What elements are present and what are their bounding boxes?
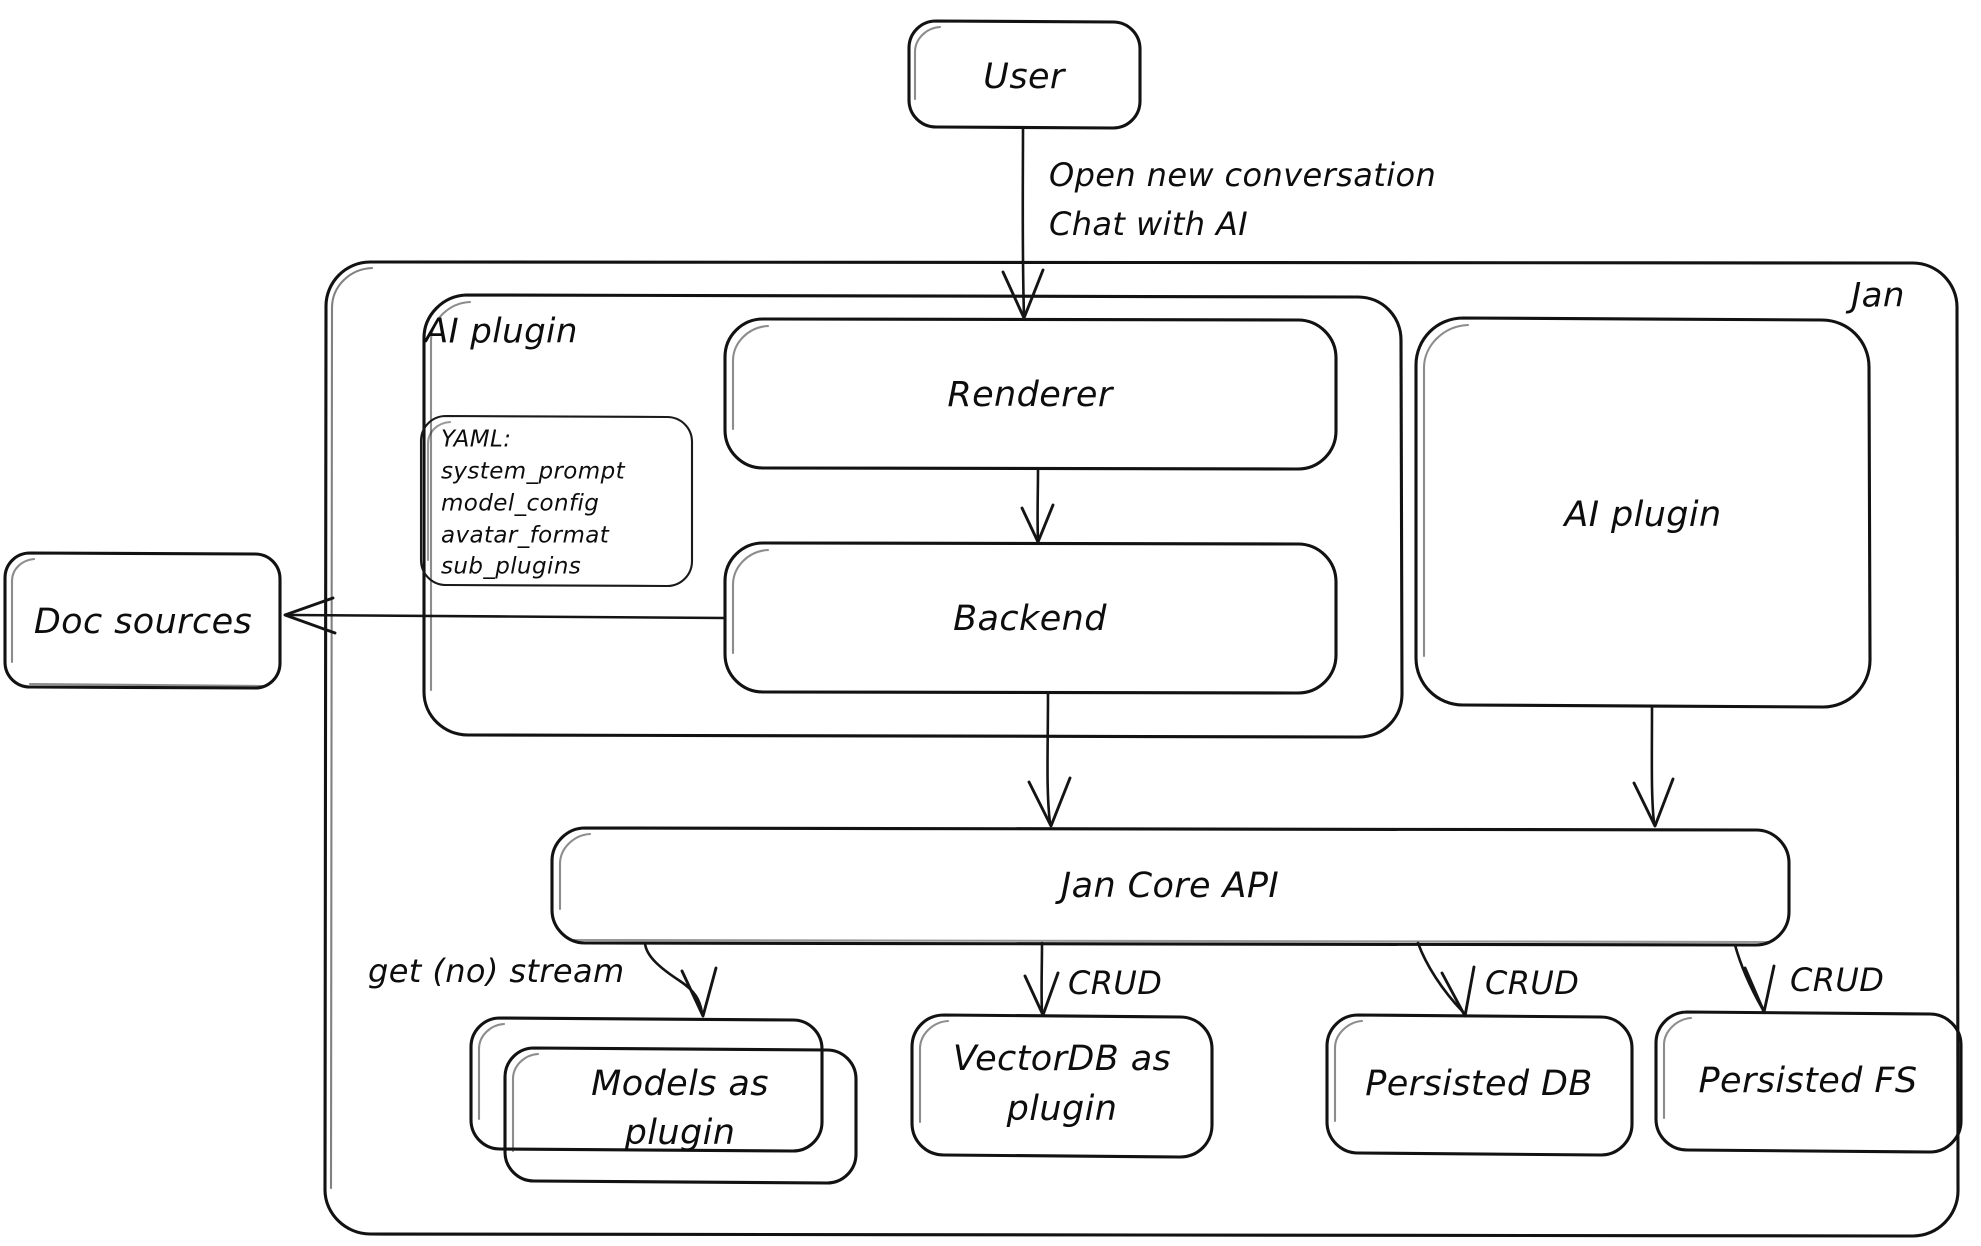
node-ai-plugin-label: AI plugin: [1562, 495, 1721, 535]
edge-core-to-persisted-db-label: CRUD: [1485, 964, 1579, 1002]
node-backend-label: Backend: [953, 599, 1107, 639]
container-ai-plugin-group-label: AI plugin: [423, 312, 578, 352]
edge-core-to-persisted-fs: CRUD: [1733, 943, 1884, 1014]
node-models-plugin[interactable]: Models as plugin: [469, 1016, 858, 1185]
node-ai-plugin[interactable]: AI plugin: [1414, 316, 1872, 709]
node-user[interactable]: User: [907, 19, 1142, 130]
card-yaml-item-0: system_prompt: [441, 459, 626, 485]
edge-user-to-renderer-label-line2: Chat with AI: [1049, 205, 1248, 243]
node-vectordb-plugin[interactable]: VectorDB as plugin: [910, 1013, 1214, 1159]
node-models-plugin-label-line2: plugin: [624, 1113, 736, 1153]
node-renderer-label: Renderer: [947, 375, 1115, 415]
node-jan-core-api[interactable]: Jan Core API: [550, 826, 1791, 947]
edge-core-to-vectordb: CRUD: [1023, 941, 1162, 1017]
edge-core-to-vectordb-label: CRUD: [1068, 964, 1162, 1002]
edge-backend-to-core: [1027, 691, 1072, 828]
card-yaml[interactable]: YAML: system_prompt model_config avatar_…: [419, 414, 694, 588]
edge-ai-plugin-to-core: [1632, 705, 1675, 828]
card-yaml-item-1: model_config: [441, 491, 599, 517]
card-yaml-title: YAML:: [441, 427, 511, 453]
node-models-plugin-label-line1: Models as: [591, 1064, 769, 1104]
container-jan[interactable]: Jan: [323, 260, 1960, 1238]
node-persisted-db[interactable]: Persisted DB: [1325, 1013, 1634, 1157]
node-vectordb-plugin-label-line1: VectorDB as: [953, 1039, 1171, 1079]
card-yaml-item-2: avatar_format: [441, 523, 610, 549]
card-yaml-item-3: sub_plugins: [441, 554, 581, 580]
node-backend[interactable]: Backend: [723, 541, 1338, 695]
node-jan-core-api-label: Jan Core API: [1055, 866, 1279, 906]
container-jan-label: Jan: [1845, 276, 1905, 316]
container-ai-plugin-group[interactable]: AI plugin: [422, 293, 1404, 739]
node-doc-sources-label: Doc sources: [34, 602, 252, 642]
edge-core-to-models: get (no) stream: [368, 941, 718, 1018]
node-user-label: User: [983, 57, 1067, 97]
node-renderer[interactable]: Renderer: [723, 317, 1338, 471]
edge-core-to-models-label: get (no) stream: [368, 952, 625, 990]
edge-core-to-persisted-fs-label: CRUD: [1790, 961, 1884, 999]
edge-core-to-persisted-db: CRUD: [1416, 941, 1579, 1018]
node-persisted-fs-label: Persisted FS: [1699, 1061, 1918, 1101]
node-vectordb-plugin-label-line2: plugin: [1006, 1089, 1118, 1129]
edge-user-to-renderer-label-line1: Open new conversation: [1049, 156, 1436, 194]
node-persisted-db-label: Persisted DB: [1365, 1064, 1593, 1104]
edge-user-to-renderer: Open new conversation Chat with AI: [1001, 126, 1436, 320]
node-persisted-fs[interactable]: Persisted FS: [1654, 1010, 1963, 1154]
edge-renderer-to-backend: [1020, 467, 1055, 544]
edge-backend-to-doc-sources: [283, 596, 727, 635]
node-doc-sources[interactable]: Doc sources: [3, 551, 282, 690]
